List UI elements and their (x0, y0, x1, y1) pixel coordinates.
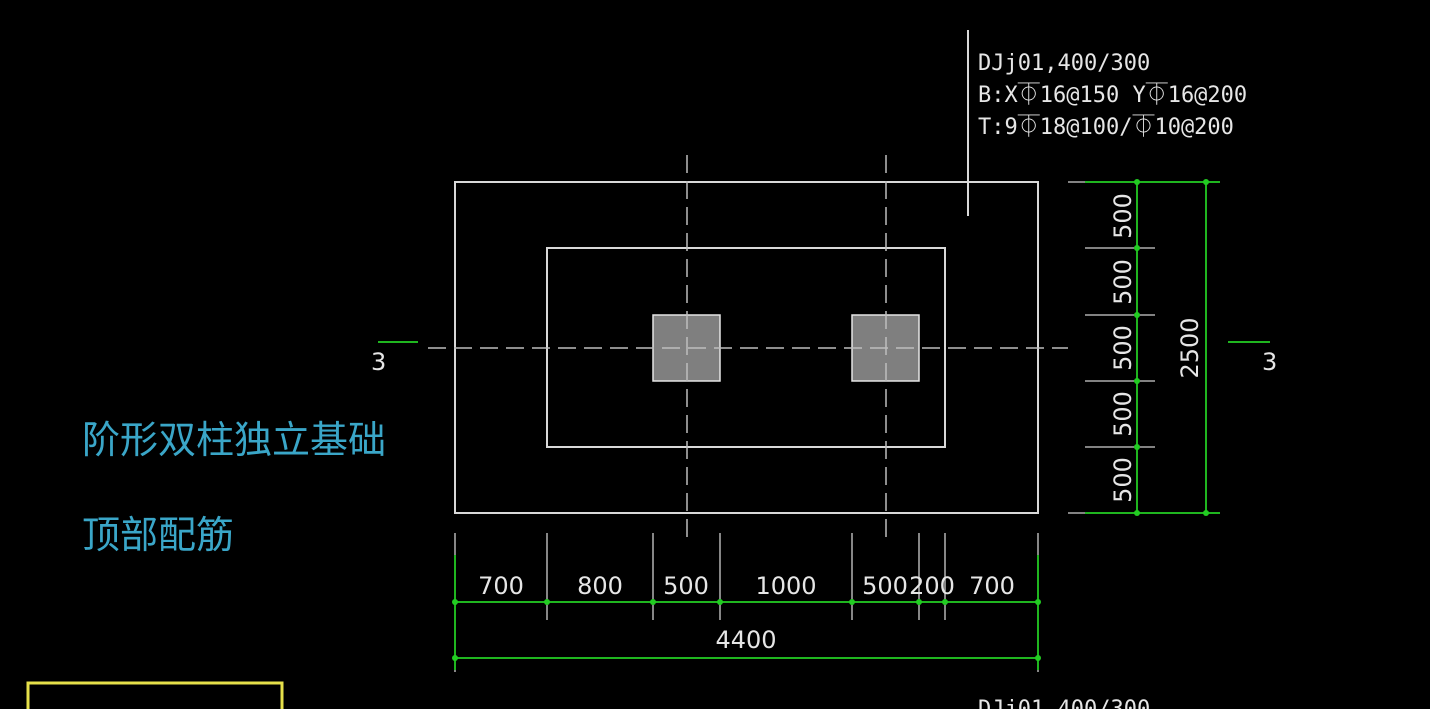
dim-right-1: 500 (1109, 193, 1137, 239)
bottom-dimension-group (452, 533, 1041, 672)
dim-bottom-3: 500 (663, 572, 709, 600)
dim-bottom-7: 700 (969, 572, 1015, 600)
right-dimension-group (1068, 179, 1220, 516)
selection-box[interactable] (26, 681, 284, 709)
annotation-line-2: B:X⏁16@150 Y⏁16@200 (978, 83, 1247, 108)
dim-bottom-5: 500 (862, 572, 908, 600)
dim-right-total: 2500 (1176, 317, 1204, 378)
dim-bottom-total: 4400 (715, 626, 776, 654)
title-line-1: 阶形双柱独立基础 (82, 418, 386, 462)
dim-bottom-6: 200 (909, 572, 955, 600)
dim-right-4: 500 (1109, 391, 1137, 437)
dim-bottom-2: 800 (577, 572, 623, 600)
dim-right-2: 500 (1109, 259, 1137, 305)
dim-bottom-1: 700 (478, 572, 524, 600)
dim-bottom-4: 1000 (755, 572, 816, 600)
section-mark-right-label: 3 (1262, 348, 1277, 376)
title-line-2: 顶部配筋 (82, 513, 234, 557)
annotation-partial-bottom: DJj01,400/300 (978, 697, 1150, 709)
annotation-line-3: T:9⏁18@100/⏁10@200 (978, 115, 1234, 140)
dim-right-5: 500 (1109, 457, 1137, 503)
annotation-line-1: DJj01,400/300 (978, 51, 1150, 76)
section-mark-left-label: 3 (371, 348, 386, 376)
dim-right-3: 500 (1109, 325, 1137, 371)
